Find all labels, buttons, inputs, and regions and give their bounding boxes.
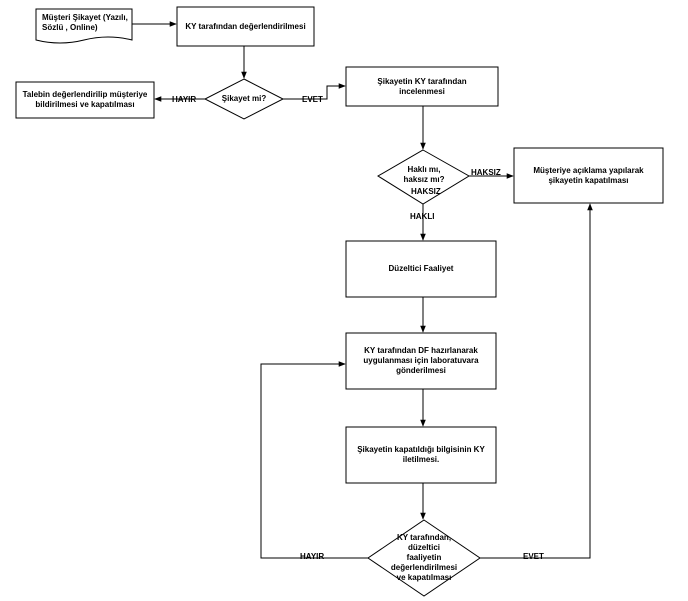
final-check-diamond: [367, 519, 481, 597]
close-request-box: [15, 81, 155, 119]
closure-info-label: Şikayetin kapatıldığı bilgisinin KY ilet…: [357, 445, 485, 464]
edge-question-yes: [283, 83, 346, 100]
explain-close-label: Müşteriye açıklama yapılarak şikayetin k…: [533, 165, 644, 185]
edge-final-yes: [480, 203, 593, 559]
corrective-action-label: Düzeltici Faaliyet: [388, 264, 454, 273]
final-check-text: KY tarafından, düzeltici faaliyetin değe…: [390, 533, 458, 582]
label-hayir-2: HAYIR: [300, 552, 325, 561]
explain-close-box: [513, 147, 664, 204]
corrective-action-box: [345, 240, 497, 298]
label-haksiz-below: HAKSIZ: [411, 187, 441, 196]
close-request-text: Talebin değerlendirilip müşteriye bildir…: [16, 82, 154, 118]
edge-final-no-loop: [260, 361, 368, 559]
closure-info-box: [345, 426, 497, 484]
df-lab-text: KY tarafından DF hazırlanarak uygulanmas…: [346, 333, 496, 389]
complaint-document-label: Müşteri Şikayet (Yazılı, Sözlü , Online): [42, 13, 128, 32]
label-evet-1: EVET: [302, 95, 323, 104]
label-hayir-1: HAYIR: [172, 95, 197, 104]
ky-review-box: [345, 66, 499, 107]
complaint-document-text: Müşteri Şikayet (Yazılı, Sözlü , Online): [36, 10, 132, 36]
explain-close-text: Müşteriye açıklama yapılarak şikayetin k…: [514, 148, 663, 203]
justified-label: Haklı mı, haksız mı?: [403, 165, 445, 184]
df-lab-box: [345, 332, 497, 390]
label-haksiz-right: HAKSIZ: [471, 168, 501, 177]
justified-text: Haklı mı, haksız mı?: [396, 164, 452, 186]
ky-review-label: Şikayetin KY tarafından incelenmesi: [377, 76, 467, 96]
ky-evaluation-box: [176, 6, 315, 47]
label-evet-2: EVET: [523, 552, 544, 561]
ky-evaluation-text: KY tarafından değerlendirilmesi: [177, 7, 314, 46]
final-check-label: KY tarafından, düzeltici faaliyetin değe…: [390, 533, 458, 582]
label-hakli: HAKLI: [410, 212, 435, 221]
ky-evaluation-label: KY tarafından değerlendirilmesi: [185, 21, 306, 31]
close-request-label: Talebin değerlendirilip müşteriye bildir…: [22, 90, 148, 109]
is-complaint-text: Şikayet mi?: [210, 92, 278, 106]
df-lab-label: KY tarafından DF hazırlanarak uygulanmas…: [363, 346, 479, 375]
ky-review-text: Şikayetin KY tarafından incelenmesi: [346, 67, 498, 106]
is-complaint-label: Şikayet mi?: [221, 94, 267, 103]
corrective-action-text: Düzeltici Faaliyet: [346, 241, 496, 297]
complaint-document-shape: [35, 8, 133, 44]
is-complaint-diamond: [203, 78, 285, 120]
closure-info-text: Şikayetin kapatıldığı bilgisinin KY ilet…: [346, 427, 496, 483]
